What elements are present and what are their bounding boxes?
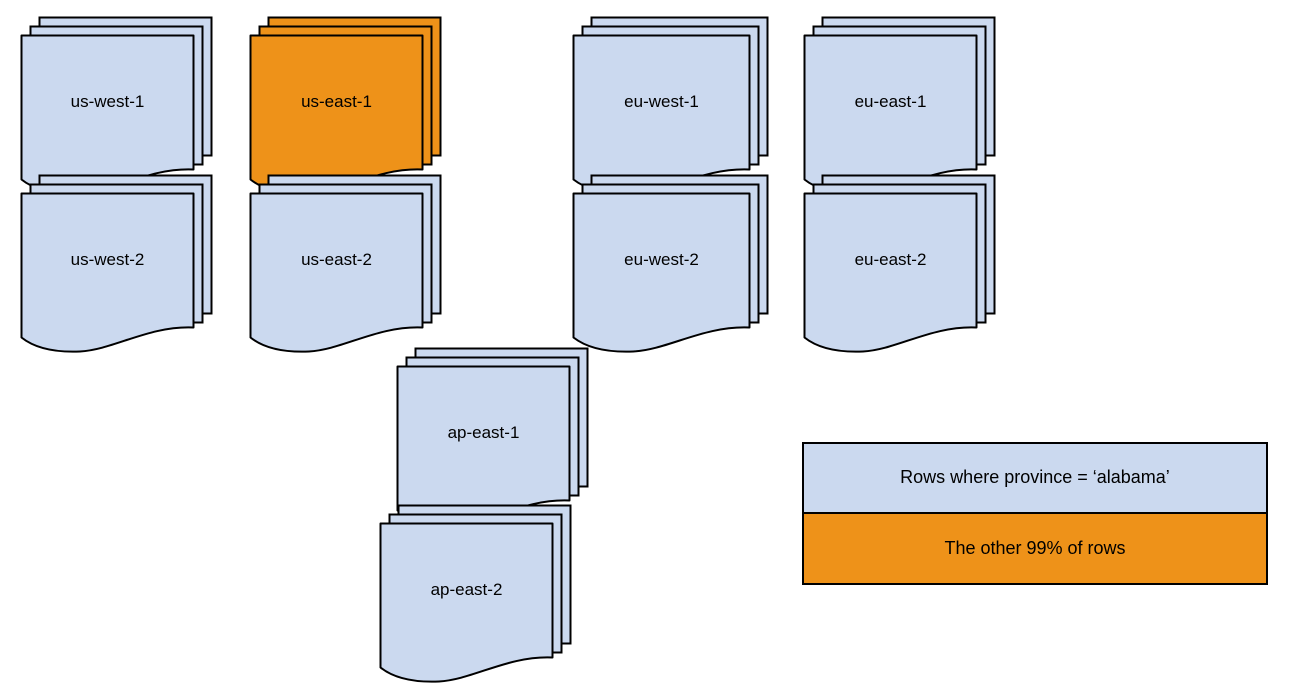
region-stack-eu-east-1[interactable]: eu-east-1	[803, 16, 996, 195]
region-stack-us-east-2[interactable]: us-east-2	[249, 174, 442, 353]
sheet-front	[572, 34, 751, 195]
region-label: eu-east-1	[855, 92, 927, 111]
legend-item-label: Rows where province = ‘alabama’	[900, 467, 1170, 488]
region-stack-eu-east-2[interactable]: eu-east-2	[803, 174, 996, 353]
region-label: us-east-1	[301, 92, 372, 111]
region-label: eu-west-1	[624, 92, 699, 111]
sheet-front	[20, 34, 195, 195]
sheet-front	[20, 192, 195, 353]
sheet-front	[803, 192, 978, 353]
sheet-front	[249, 192, 424, 353]
region-stack-us-west-2[interactable]: us-west-2	[20, 174, 213, 353]
region-stack-us-east-1[interactable]: us-east-1	[249, 16, 442, 195]
region-label: us-east-2	[301, 250, 372, 269]
sheet-front	[572, 192, 751, 353]
region-label: eu-west-2	[624, 250, 699, 269]
region-stack-eu-west-1[interactable]: eu-west-1	[572, 16, 769, 195]
region-stack-us-west-1[interactable]: us-west-1	[20, 16, 213, 195]
sheet-front	[396, 365, 571, 526]
region-label: eu-east-2	[855, 250, 927, 269]
legend-item-rows-alabama: Rows where province = ‘alabama’	[804, 444, 1266, 514]
legend-item-label: The other 99% of rows	[944, 537, 1126, 558]
region-label: ap-east-1	[448, 423, 520, 442]
sheet-front	[249, 34, 424, 195]
legend-box: Rows where province = ‘alabama’ The othe…	[802, 442, 1268, 585]
legend-item-other-rows: The other 99% of rows	[804, 513, 1266, 583]
region-stack-ap-east-1[interactable]: ap-east-1	[396, 347, 589, 526]
region-label: us-west-2	[71, 250, 145, 269]
region-label: ap-east-2	[431, 580, 503, 599]
sheet-front	[803, 34, 978, 195]
sheet-front	[379, 522, 554, 683]
region-stack-eu-west-2[interactable]: eu-west-2	[572, 174, 769, 353]
region-label: us-west-1	[71, 92, 145, 111]
region-stack-ap-east-2[interactable]: ap-east-2	[379, 504, 572, 683]
